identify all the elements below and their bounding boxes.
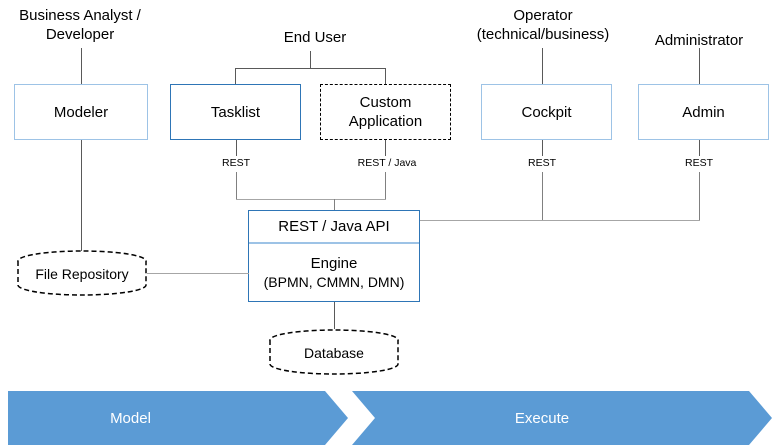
connector-custom-application-drop-lower (385, 172, 387, 200)
engine-subtitle: (BPMN, CMMN, DMN) (263, 273, 405, 290)
engine-body: Engine (BPMN, CMMN, DMN) (249, 244, 419, 301)
connector-engine-to-database (334, 302, 335, 329)
connector-enduser-to-tasklist (235, 68, 236, 84)
component-engine[interactable]: REST / Java API Engine (BPMN, CMMN, DMN) (248, 210, 420, 302)
component-admin[interactable]: Admin (638, 84, 769, 140)
connector-enduser-to-custom-application (385, 68, 386, 84)
protocol-label-admin: REST (684, 157, 713, 169)
datastore-file-repository[interactable]: File Repository (16, 250, 148, 296)
component-modeler[interactable]: Modeler (14, 84, 148, 140)
role-label-end-user: End User (283, 29, 347, 46)
protocol-label-tasklist: REST (221, 157, 250, 169)
phase-banner: Model Execute (0, 391, 780, 445)
connector-tasklist-drop-lower (236, 172, 238, 200)
connector-cockpit-drop-upper (542, 140, 543, 156)
datastore-database[interactable]: Database (268, 329, 400, 375)
connector-file-repository-to-engine (147, 273, 249, 275)
engine-api-label: REST / Java API (249, 211, 419, 244)
connector-modeler-to-file-repository (81, 140, 82, 252)
protocol-label-cockpit: REST (527, 157, 556, 169)
phase-execute[interactable]: Execute (352, 391, 772, 445)
connector-enduser-bar (235, 68, 386, 69)
protocol-label-custom-application: REST / Java (357, 157, 417, 169)
component-cockpit[interactable]: Cockpit (481, 84, 612, 140)
connector-enduser-stem (310, 51, 311, 69)
engine-title: Engine (310, 254, 358, 272)
role-label-business-analyst-developer: Business Analyst / Developer (19, 7, 141, 43)
role-label-administrator: Administrator (654, 32, 744, 49)
component-custom-application[interactable]: Custom Application (320, 84, 451, 140)
connector-admin-drop-upper (699, 140, 700, 156)
connector-cockpit-drop-lower (542, 172, 544, 221)
connector-tasklist-drop-upper (236, 140, 237, 156)
connector-custom-application-drop-upper (385, 140, 386, 156)
phase-model[interactable]: Model (8, 391, 348, 445)
connector-operator-to-cockpit (542, 48, 543, 84)
phase-execute-label: Execute (514, 409, 570, 427)
component-tasklist[interactable]: Tasklist (170, 84, 301, 140)
role-label-operator: Operator (technical/business) (476, 7, 610, 43)
connector-enduser-join-bar (236, 199, 386, 201)
connector-admin-drop-lower (699, 172, 701, 221)
connector-api-right-bus (420, 220, 700, 222)
phase-model-label: Model (110, 409, 151, 427)
connector-enduser-join-to-api (334, 199, 336, 211)
connector-analyst-to-modeler (81, 48, 82, 84)
connector-administrator-to-admin (699, 48, 700, 84)
